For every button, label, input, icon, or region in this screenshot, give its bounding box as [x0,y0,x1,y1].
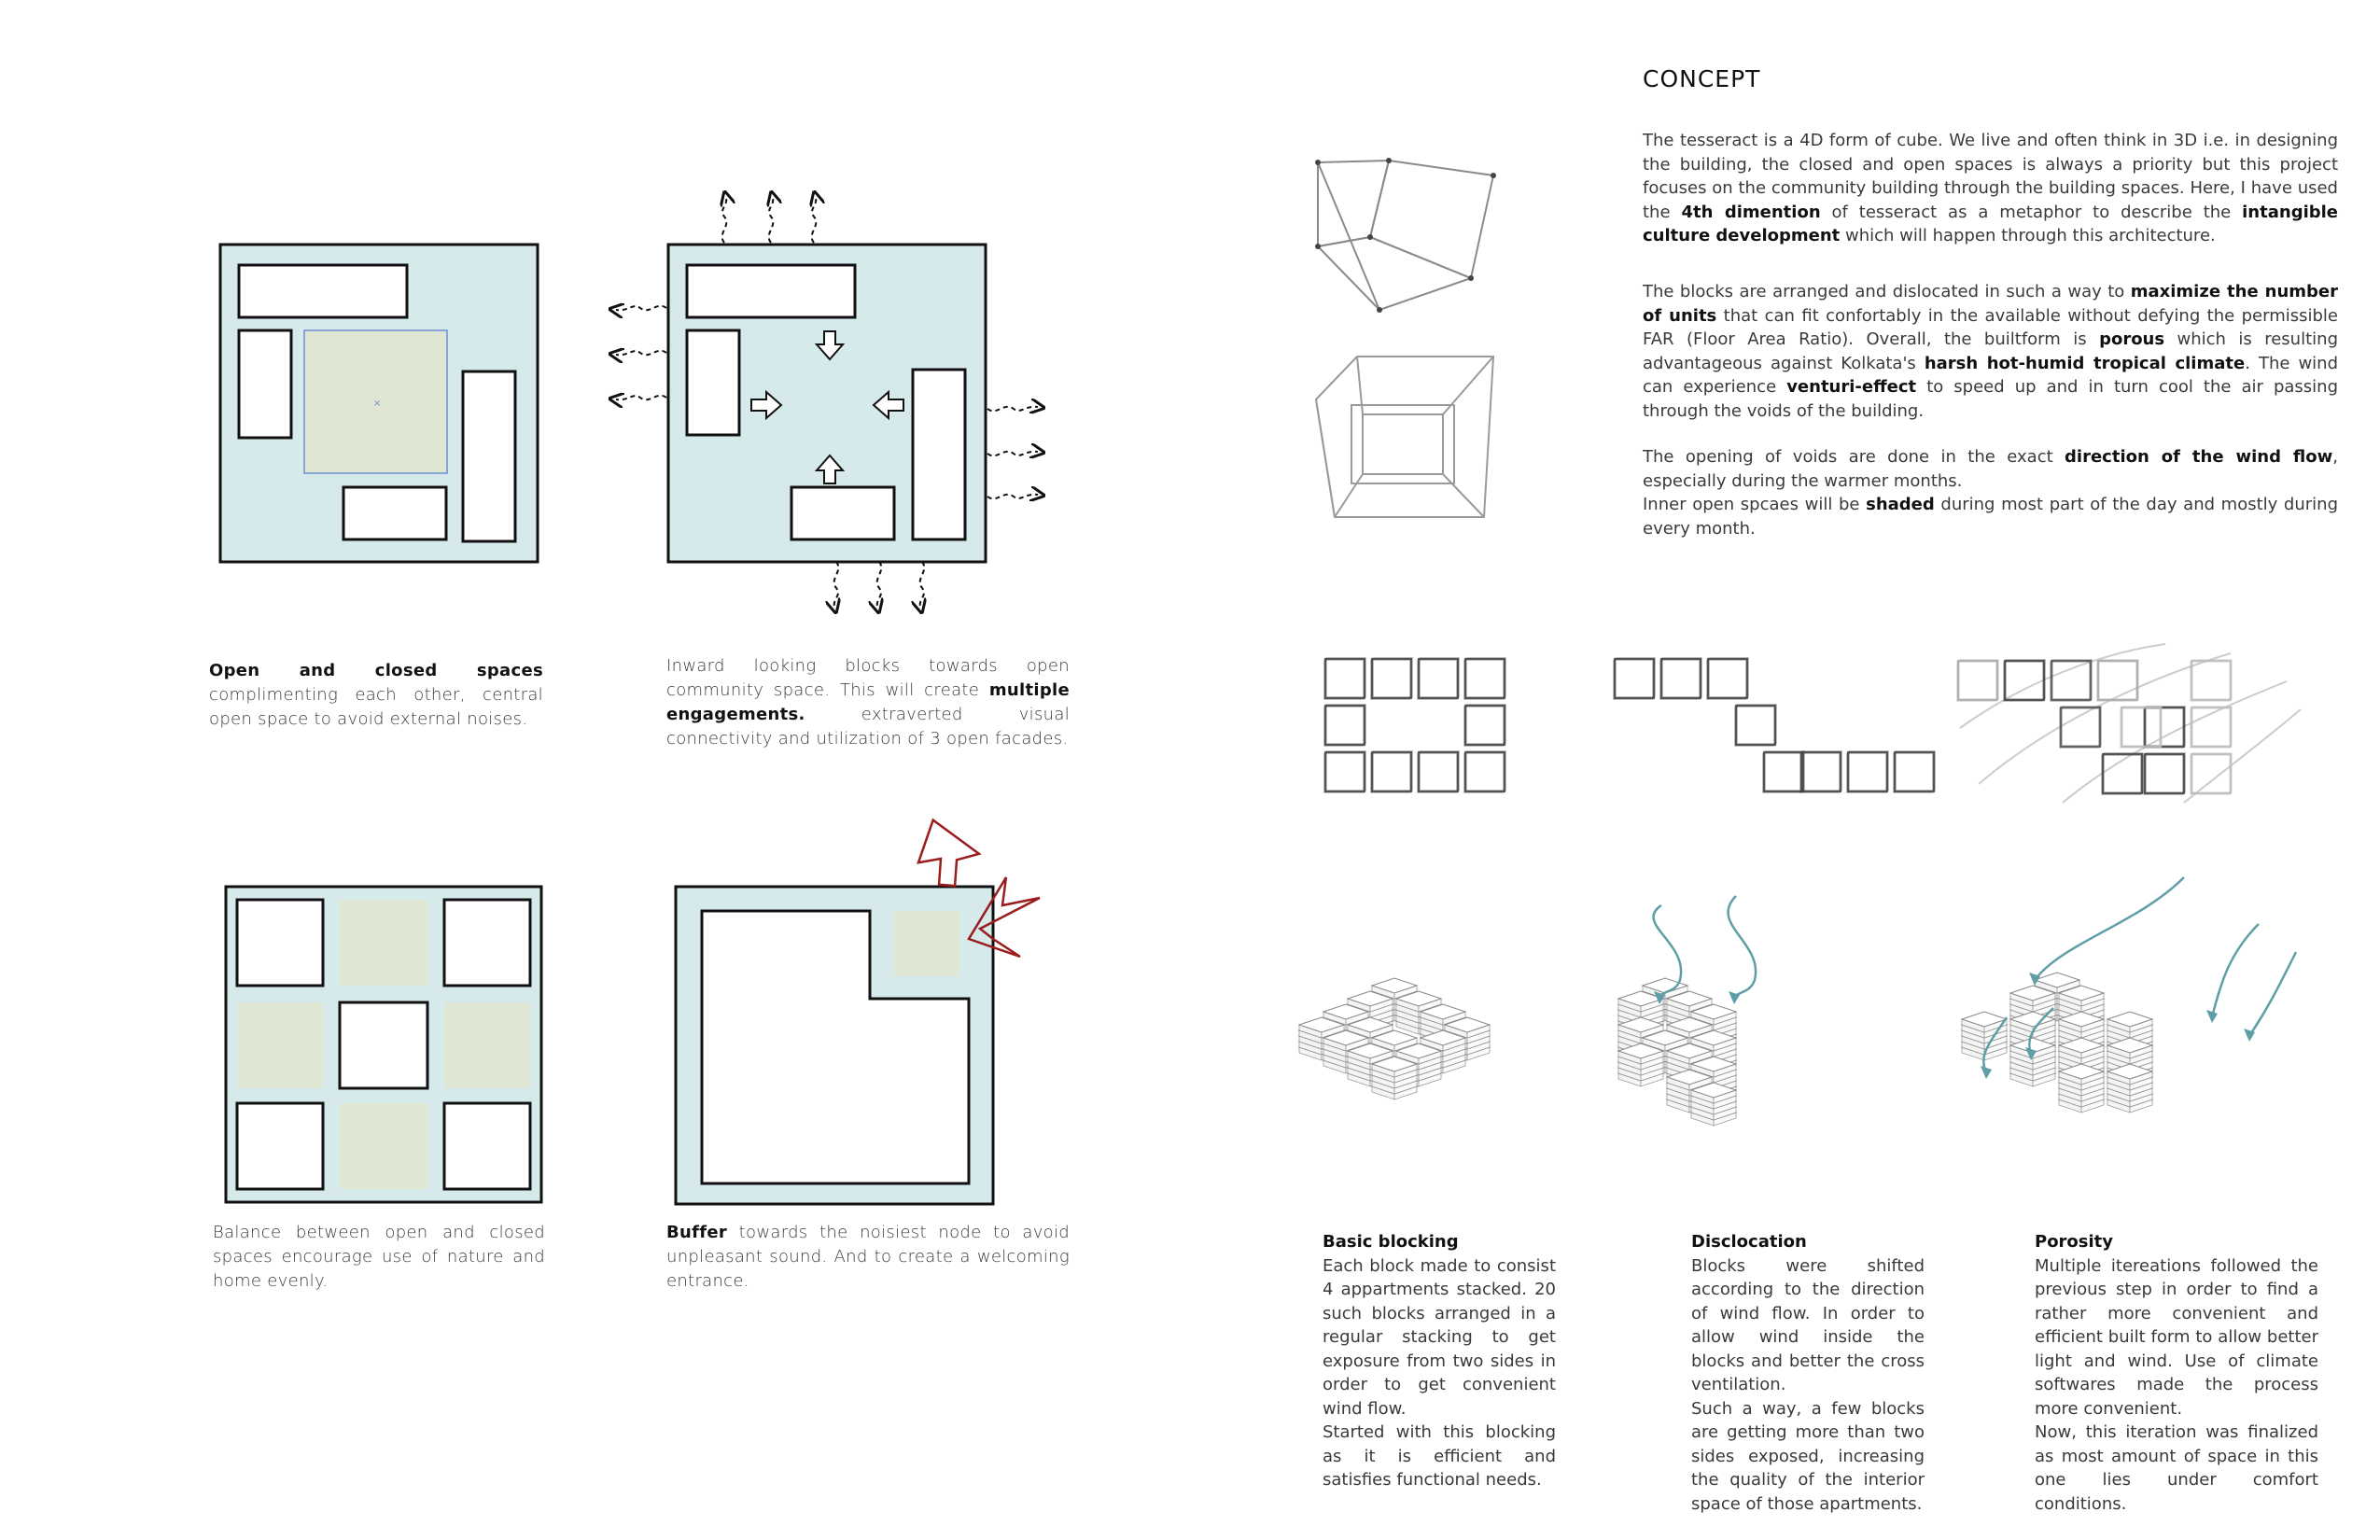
wind-arrow [1652,903,1683,1000]
concept-paragraph-3: The opening of voids are done in the exa… [1643,447,2338,491]
caption-buffer: Buffer towards the noisiest node to avoi… [666,1223,1070,1291]
step-line: Blocks were shifted according to the dir… [1691,1255,1925,1395]
plan-basic-blocking [1323,657,1506,793]
block-square [1762,750,1805,793]
block-square [2190,659,2233,702]
wind-arrow [1727,895,1757,1000]
block-square [1370,657,1413,700]
step-line: Such a way, a few blocks are getting mor… [1691,1398,1925,1514]
caption-balance: Balance between open and closed spaces e… [213,1223,545,1291]
step-heading: Basic blocking [1323,1232,1459,1252]
wind-arrow [2247,951,2298,1037]
block-square [1734,704,1777,747]
svg-text:×: × [373,399,381,409]
step-basic-blocking: Basic blocking Each block made to consis… [1323,1230,1556,1492]
concept-paragraph-1: The tesseract is a 4D form of cube. We l… [1643,131,2339,245]
step-dislocation: Disclocation Blocks were shifted accordi… [1691,1230,1925,1516]
block-square [1323,704,1366,747]
block-square [2096,659,2139,702]
step-line: Started with this blocking as it is effi… [1323,1422,1556,1490]
block-square [2143,752,2186,795]
block-stack [2057,1063,2106,1113]
block-stack [1960,1011,2009,1061]
block-square [2190,706,2233,749]
step-heading: Porosity [2035,1232,2114,1252]
block-stack [1689,1082,1738,1127]
block-square [2003,659,2046,702]
wind-arrow [2034,876,2185,981]
step-line: Now, this iteration was finalized as mos… [2035,1422,2318,1514]
concept-paragraph-2: The blocks are arranged and dislocated i… [1643,282,2339,421]
block-square [1323,750,1366,793]
plan-porosity [1956,643,2302,804]
step-line: Each block made to consist 4 appartments… [1323,1255,1556,1419]
tesseract-hypercube-sketch [1314,356,1495,518]
block-square [1659,657,1702,700]
block-square [1463,750,1506,793]
block-square [1799,750,1842,793]
block-square [1956,659,1999,702]
block-square [2101,752,2144,795]
block-stack [1617,1043,1665,1087]
diagram-buffer [674,818,1041,1206]
block-square [1463,704,1506,747]
block-square [1323,657,1366,700]
block-square [1706,657,1749,700]
block-square [1893,750,1936,793]
isometric-basic-blocking [1297,977,1491,1100]
block-square [2143,706,2186,749]
step-heading: Disclocation [1691,1232,1807,1252]
block-square [2120,706,2163,749]
block-square [2190,752,2233,795]
tesseract-cube-sketch [1315,158,1496,313]
isometric-porosity [1960,876,2298,1113]
block-square [1417,750,1460,793]
step-line: Multiple itereations followed the previo… [2035,1255,2318,1419]
caption-inward-looking: Inward looking blocks towards open commu… [666,656,1070,749]
block-square [2050,659,2093,702]
block-square [1613,657,1656,700]
isometric-dislocation [1617,895,1757,1127]
block-stack [2106,1063,2154,1113]
block-square [2059,706,2102,749]
plan-dislocation [1613,657,1936,793]
block-square [1370,750,1413,793]
block-square [1463,657,1506,700]
diagram-balance-grid [224,885,543,1204]
diagram-open-closed-spaces: × [218,243,539,564]
caption-open-closed: Open and closed spaces complimenting eac… [209,661,543,729]
diagram-inward-looking [607,187,1045,616]
block-stack [1370,1056,1419,1100]
wind-arrow [2210,923,2260,1018]
concept-title: CONCEPT [1643,65,1761,92]
block-square [1846,750,1889,793]
block-stack [2009,1037,2057,1087]
step-porosity: Porosity Multiple itereations followed t… [2035,1230,2318,1516]
concept-paragraph-4: Inner open spcaes will be shaded during … [1643,495,2339,539]
block-square [1417,657,1460,700]
